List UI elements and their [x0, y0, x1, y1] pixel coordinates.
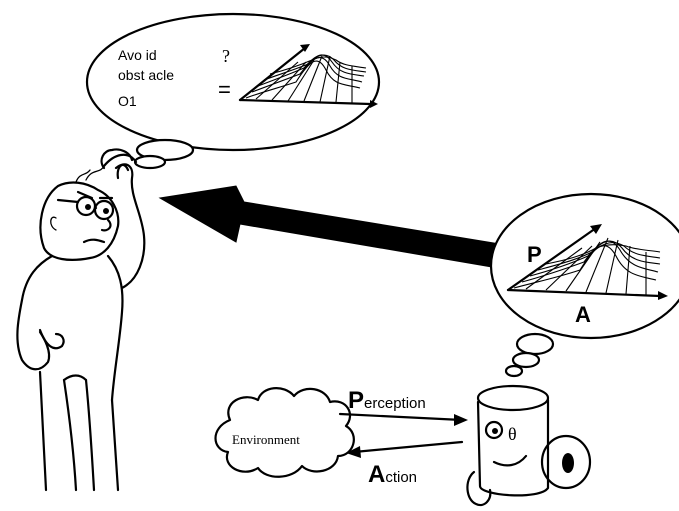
- obstacle-id-label: O1: [118, 93, 137, 109]
- question-mark: ?: [222, 46, 230, 66]
- avoid-obstacle-line-1: Avo id: [118, 47, 157, 63]
- robot-wheel-left: [466, 470, 492, 507]
- perception-axis-label: P: [527, 242, 542, 267]
- robot-body: [476, 398, 550, 497]
- robot-wheel-right: [540, 434, 592, 490]
- environment-cloud: Environment: [214, 387, 355, 478]
- thought-bubble-right: P A: [489, 192, 679, 378]
- person-hair: [75, 165, 105, 183]
- glasses-right-lens: [93, 199, 115, 221]
- equals-sign: =: [218, 77, 231, 102]
- thought-dot-2: [511, 351, 541, 369]
- big-arrow: [158, 185, 501, 269]
- person-head: [39, 181, 120, 261]
- thought-dot-3: [504, 364, 524, 378]
- action-axis-label: A: [575, 302, 591, 327]
- person-body-left: [16, 254, 54, 371]
- action-arrow: Action: [346, 440, 464, 488]
- person-raised-arm: [102, 153, 146, 290]
- perception-arrow: Perception: [338, 387, 468, 426]
- action-label: Action: [368, 461, 417, 488]
- robot-top: [476, 384, 550, 412]
- robot-face-symbol: θ: [508, 424, 517, 444]
- perception-label: Perception: [348, 387, 426, 414]
- environment-label: Environment: [232, 432, 300, 447]
- person-legs: [38, 370, 120, 492]
- person-figure: [16, 148, 146, 492]
- person-body-right: [106, 254, 124, 402]
- thought-dot-small: [133, 154, 167, 170]
- thought-dot-1: [515, 332, 555, 356]
- robot: θ: [466, 384, 592, 507]
- avoid-obstacle-line-2: obst acle: [118, 67, 174, 83]
- mesh-plot-right: [506, 224, 668, 300]
- thought-bubble-top: Avo id obst acle O1 ? =: [85, 12, 381, 170]
- mesh-plot-top: [238, 44, 378, 108]
